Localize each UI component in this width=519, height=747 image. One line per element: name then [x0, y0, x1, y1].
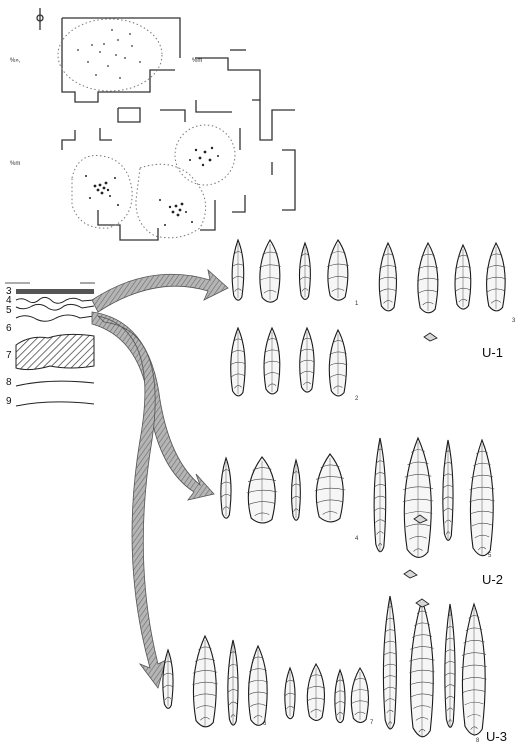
find-concentration-2 [72, 155, 132, 228]
north-arrow-icon [37, 8, 43, 30]
excavation-plan [37, 8, 295, 240]
find-concentration-3 [136, 164, 206, 238]
stratigraphic-section: 3 4 5 6 7 8 9 [5, 283, 95, 407]
unit-label-u2: U-2 [482, 572, 503, 587]
artifact-drawings [163, 240, 506, 738]
stone-fragment-drawing [424, 333, 437, 341]
artifact-number-8: 8 [476, 738, 480, 744]
plan-row-label-1: %», [10, 58, 21, 64]
artifact-number-5: 5 [488, 553, 492, 559]
arrow-to-u1 [92, 270, 228, 312]
unit-label-u1: U-1 [482, 345, 503, 360]
layer-label-5: 5 [6, 305, 12, 316]
artifact-number-1: 1 [355, 301, 359, 307]
layer-label-6: 6 [6, 323, 12, 334]
stone-fragment-drawing [416, 599, 429, 607]
plan-mid-label: %m [192, 58, 202, 64]
artifact-number-2: 2 [355, 396, 359, 402]
layer-label-8: 8 [6, 377, 12, 388]
find-concentration-1 [58, 19, 162, 91]
stone-fragment-drawing [404, 570, 417, 578]
layer-label-7: 7 [6, 350, 12, 361]
unit-label-u3: U-3 [486, 729, 507, 744]
artifact-number-6: 6 [263, 721, 267, 727]
find-concentration-4 [175, 125, 235, 185]
layer-label-9: 9 [6, 396, 12, 407]
artifact-number-7: 7 [370, 720, 374, 726]
arrow-to-u3 [98, 316, 166, 688]
plan-row-label-2: %m [10, 161, 20, 167]
artifact-number-4: 4 [355, 536, 359, 542]
artifact-number-3: 3 [512, 318, 516, 324]
